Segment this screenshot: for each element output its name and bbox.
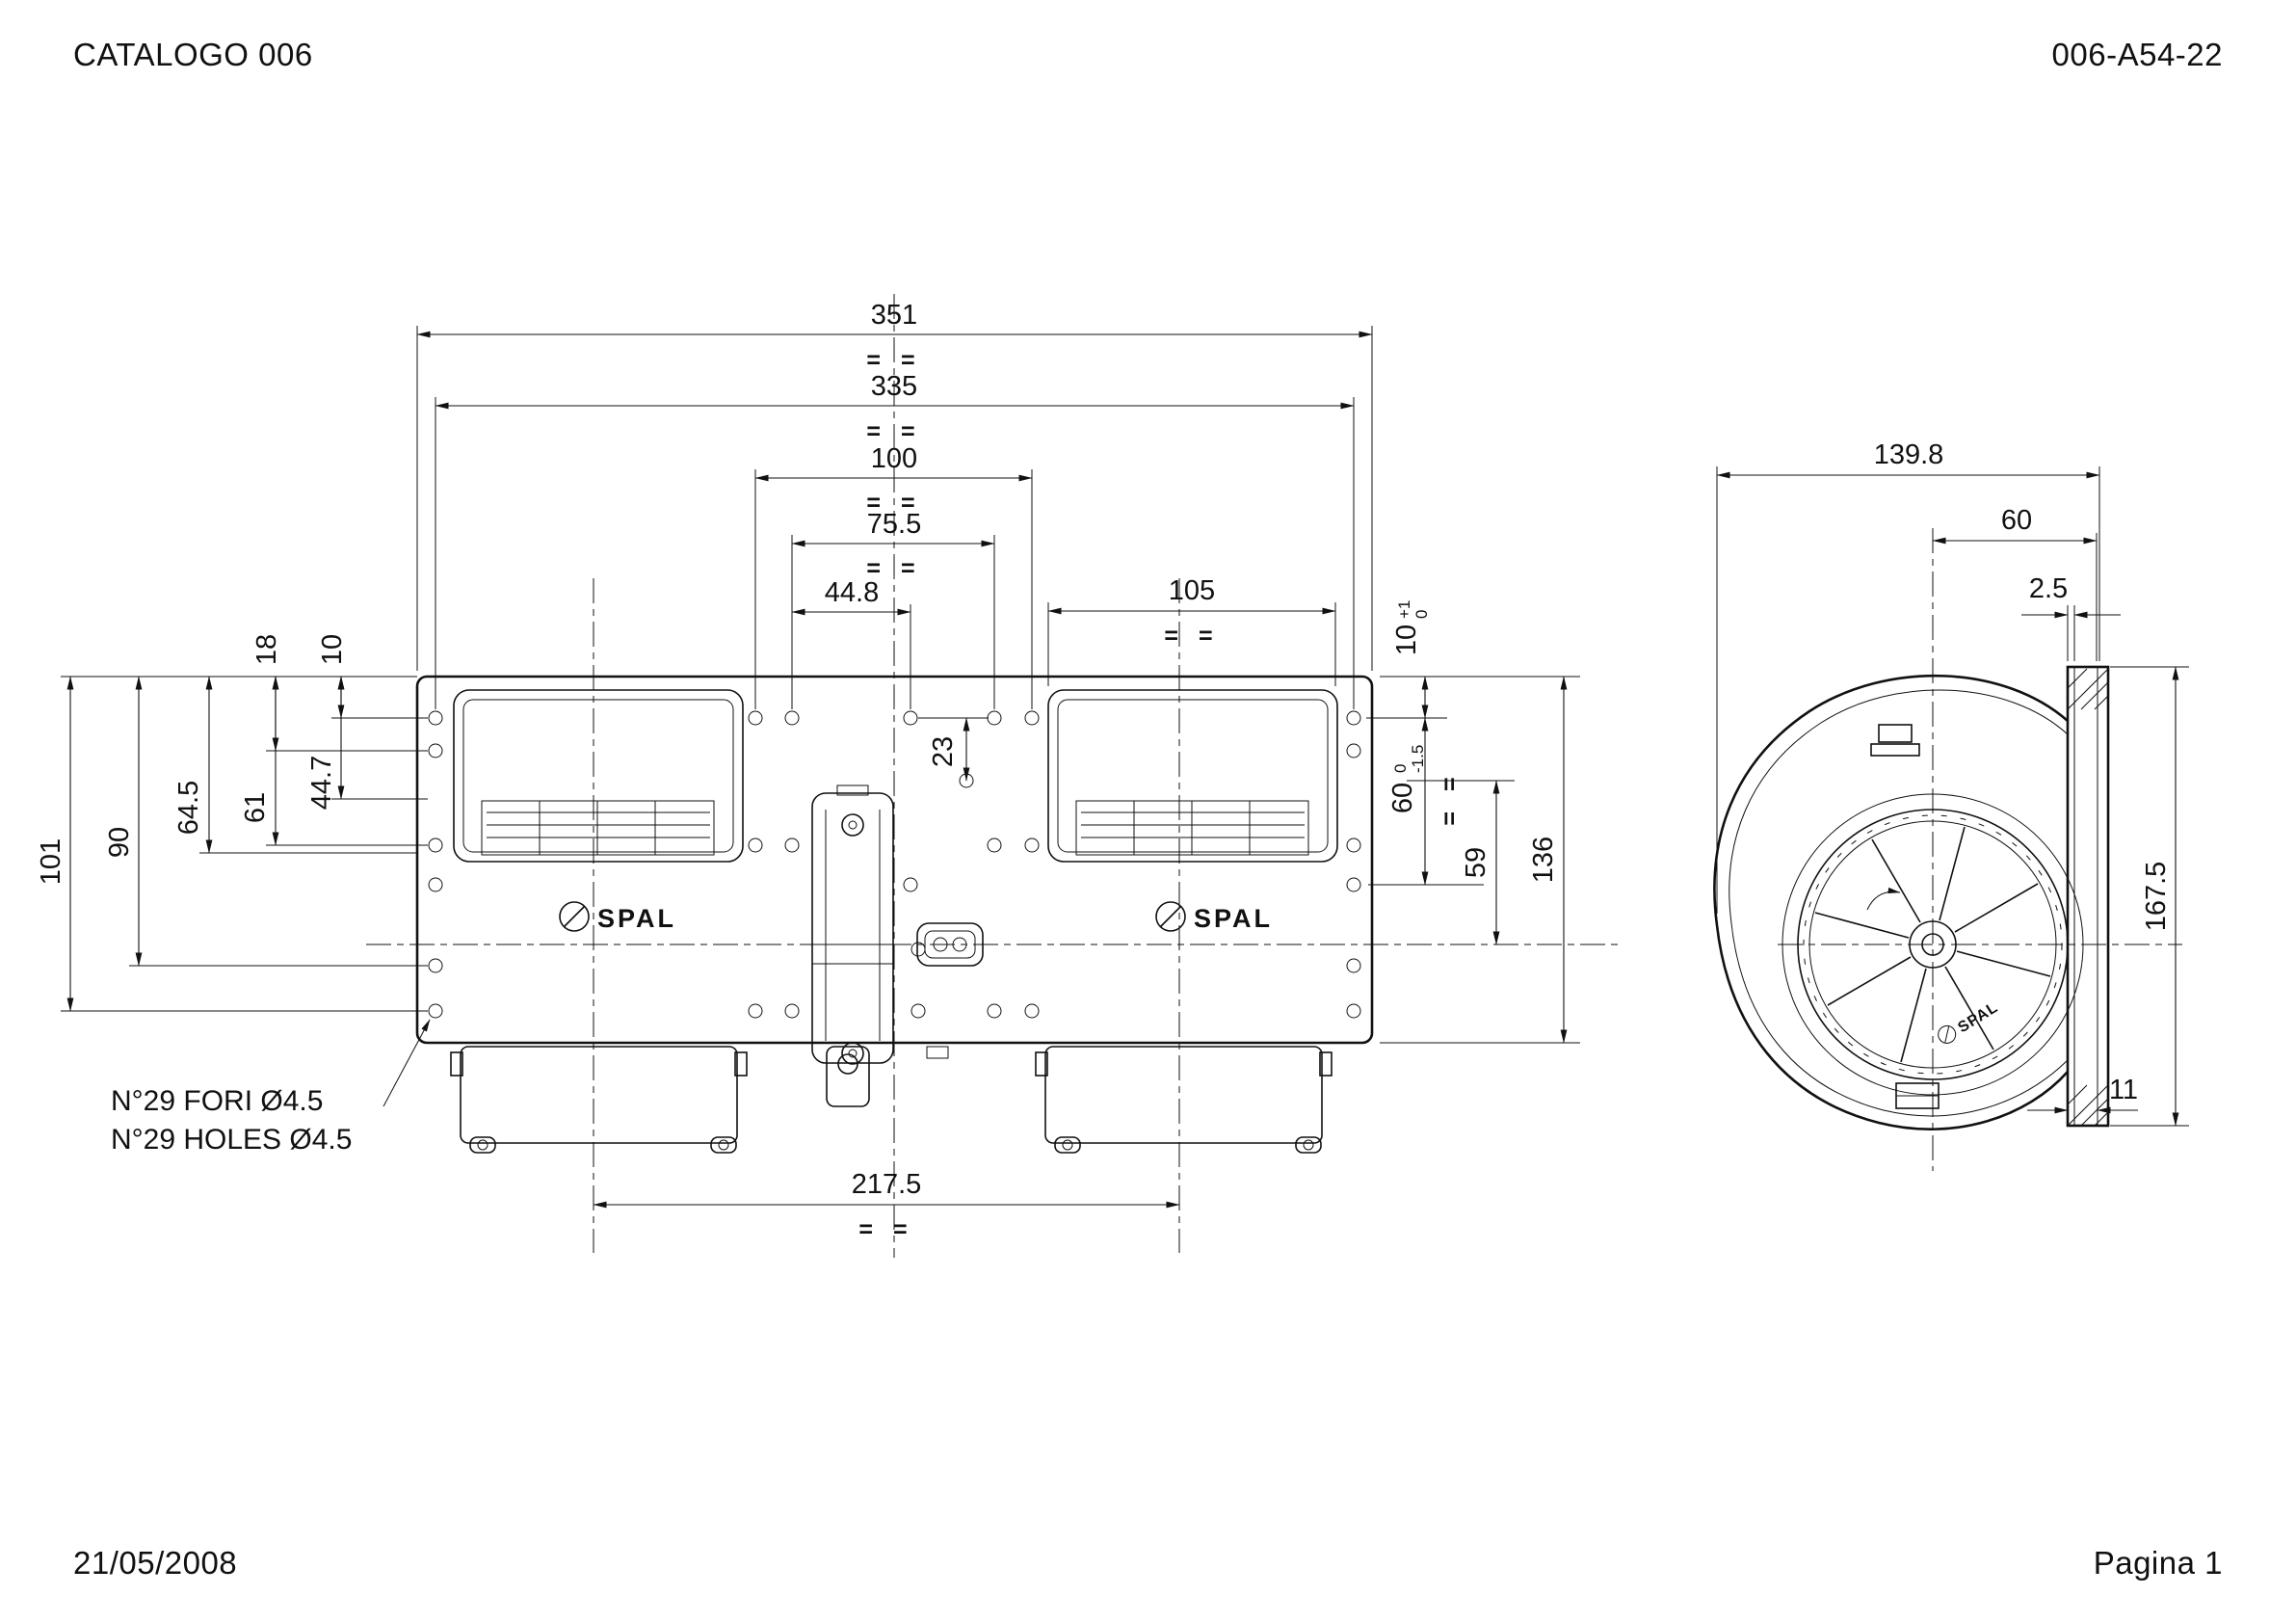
- center-motor-bracket: [811, 784, 894, 1065]
- document-code: 006-A54-22: [2051, 37, 2223, 72]
- front-main-plate: [415, 675, 1374, 1045]
- mounting-flange: [2066, 665, 2110, 1128]
- spal-logo-right: SPAL: [1155, 901, 1273, 933]
- dim-139-8: 139.8: [1716, 439, 2100, 914]
- dim-75-5-eq: = =: [866, 555, 921, 582]
- date-label: 21/05/2008: [73, 1545, 238, 1581]
- front-dimensions: 351 = = 335 = = 100 = =: [36, 300, 1580, 1243]
- dim-60-side: 60: [1932, 505, 2098, 661]
- dim-59-label: 59: [1461, 847, 1491, 878]
- dim-59: 59: [1407, 780, 1515, 945]
- dim-351-eq: = =: [866, 347, 921, 374]
- dim-64-5-label: 64.5: [173, 781, 204, 835]
- dim-75-5-label: 75.5: [867, 509, 921, 540]
- dim-44-7: 44.7: [306, 676, 345, 810]
- dim-217-5: 217.5 = =: [593, 1169, 1180, 1243]
- dim-167-5-label: 167.5: [2141, 862, 2172, 932]
- dim-60-tol-sub: -1.5: [1409, 745, 1427, 773]
- electrical-connector: [916, 922, 984, 967]
- dim-335-label: 335: [871, 371, 917, 402]
- dim-11-label: 11: [2109, 1075, 2138, 1105]
- dim-167-5: 167.5: [2110, 666, 2189, 1127]
- left-inlet-opening: [453, 689, 744, 863]
- dim-10-left-label: 10: [317, 634, 348, 665]
- dim-351: 351 = =: [416, 300, 1373, 671]
- dim-2-5: 2.5: [2021, 573, 2121, 661]
- spal-logo-left-text: SPAL: [597, 904, 676, 933]
- left-blower-housing: [450, 1046, 748, 1154]
- holes-note-italian: N°29 FORI Ø4.5: [111, 1085, 323, 1117]
- right-blower-housing: [1035, 1046, 1333, 1154]
- right-inlet-grille: [1075, 800, 1309, 856]
- right-inlet-opening: [1047, 689, 1338, 863]
- flange-hatch-top: [2067, 668, 2109, 710]
- dim-10-tol-sub: 0: [1412, 610, 1431, 619]
- dim-left-extensions: [61, 676, 428, 1012]
- center-bottom-bracket: [826, 1046, 949, 1107]
- side-dimensions: 139.8 60 2.5 167.5: [1716, 439, 2189, 1127]
- dim-18: 18: [251, 634, 282, 752]
- dim-136: 136: [1380, 676, 1580, 1044]
- spal-logo-right-text: SPAL: [1194, 904, 1273, 933]
- catalog-title: CATALOGO 006: [73, 37, 313, 72]
- dim-139-8-label: 139.8: [1874, 439, 1944, 470]
- dim-10-tol-sup: +1: [1395, 600, 1413, 619]
- spal-logo-left: SPAL: [559, 901, 676, 933]
- dim-75-5: 75.5 = =: [791, 509, 995, 709]
- dim-61-label: 61: [240, 792, 271, 823]
- volute-housing: [1713, 674, 2084, 1130]
- dim-60-tol: 60 0 -1.5 = =: [1368, 717, 1484, 886]
- dim-351-label: 351: [871, 300, 917, 331]
- dim-100: 100 = =: [754, 443, 1033, 709]
- dim-60-tol-eq: = =: [1437, 770, 1464, 825]
- dim-60-side-label: 60: [2001, 505, 2032, 536]
- rotation-arrow-icon: [1866, 887, 1901, 911]
- dim-64-5: 64.5: [173, 676, 213, 854]
- dim-18-label: 18: [251, 634, 282, 665]
- dim-136-label: 136: [1528, 837, 1559, 883]
- dim-60-tol-sup: 0: [1391, 764, 1410, 773]
- dim-44-7-label: 44.7: [306, 756, 337, 810]
- housing-clips: [1870, 724, 1940, 1109]
- dim-2-5-label: 2.5: [2029, 573, 2068, 604]
- dim-90-label: 90: [104, 827, 135, 858]
- dim-105-eq: = =: [1164, 623, 1219, 650]
- dim-10-tol: 10 +1 0: [1366, 600, 1580, 719]
- dim-10-tol-label: 10: [1391, 625, 1422, 655]
- dim-44-8: 44.8: [791, 577, 911, 709]
- dim-60-tol-label: 60: [1387, 783, 1418, 813]
- dim-44-8-label: 44.8: [825, 577, 879, 608]
- flange-hatch-bottom: [2067, 1084, 2109, 1127]
- fan-spokes: [1814, 826, 2051, 1063]
- side-centerlines: [1778, 528, 2182, 1171]
- side-view: SPAL: [1713, 528, 2182, 1171]
- dim-10-left: 10: [317, 634, 348, 719]
- mounting-holes: [428, 710, 1361, 1019]
- dim-11: 11: [2027, 1075, 2138, 1114]
- dim-61: 61: [240, 676, 279, 846]
- dim-217-5-label: 217.5: [852, 1169, 922, 1200]
- dim-101: 101: [36, 676, 74, 1012]
- page-number: Pagina 1: [2093, 1545, 2223, 1581]
- dim-217-5-eq: = =: [858, 1216, 913, 1243]
- dim-23-label: 23: [928, 736, 959, 767]
- dim-335-eq: = =: [866, 418, 921, 445]
- dim-101-label: 101: [36, 838, 66, 885]
- dim-105-label: 105: [1169, 575, 1215, 606]
- dim-100-label: 100: [871, 443, 917, 474]
- holes-note-english: N°29 HOLES Ø4.5: [111, 1124, 352, 1156]
- holes-note: N°29 FORI Ø4.5 N°29 HOLES Ø4.5: [111, 1019, 431, 1156]
- dim-100-eq: = =: [866, 490, 921, 517]
- dim-335: 335 = =: [435, 371, 1355, 709]
- dim-90: 90: [104, 676, 143, 967]
- front-view: SPAL SPAL: [366, 294, 1619, 1258]
- left-inlet-grille: [481, 800, 715, 856]
- front-centerlines: [366, 294, 1619, 1258]
- dim-105: 105 = =: [1047, 575, 1336, 686]
- dim-23: 23: [918, 717, 989, 782]
- spal-logo-side-text: SPAL: [1955, 999, 2001, 1037]
